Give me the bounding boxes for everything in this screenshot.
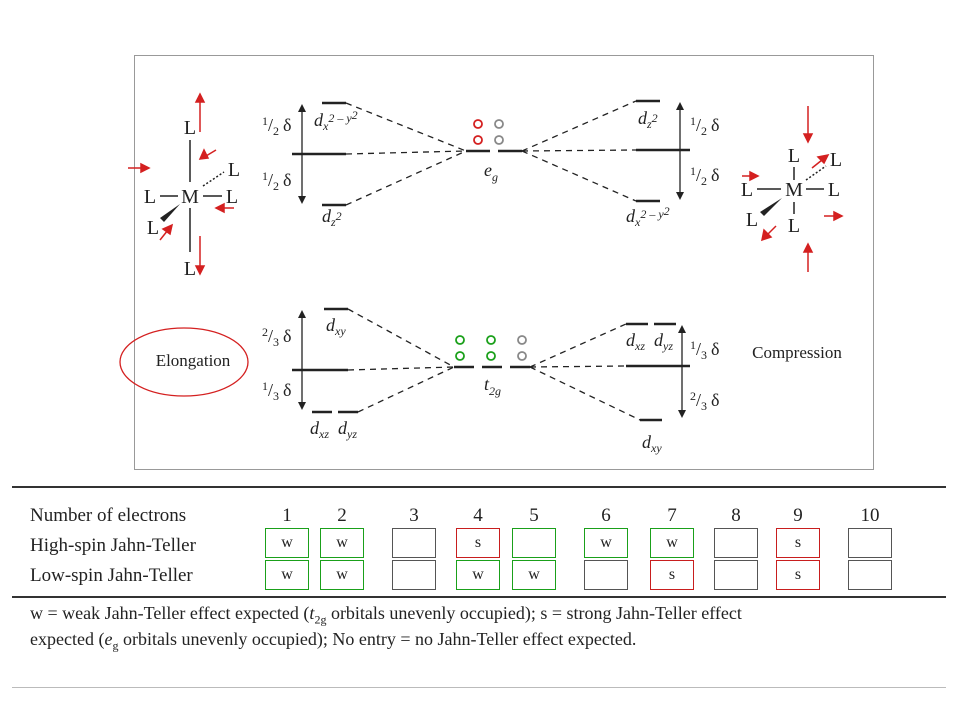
elongation-arrows [128, 92, 234, 276]
right-molecule: L M L L L L L [741, 106, 844, 272]
table-top-rule [12, 486, 946, 488]
footnote-line-2: expected (eg orbitals unevenly occupied)… [30, 629, 637, 653]
ligand-bottom: L [184, 258, 196, 280]
table-cell [392, 528, 436, 558]
table-cell [848, 528, 892, 558]
elongation-label: Elongation [156, 351, 231, 370]
table-cell: w [584, 528, 628, 558]
svg-text:dyz: dyz [654, 330, 673, 353]
svg-text:dz2: dz2 [638, 108, 658, 131]
diagram-frame [134, 55, 874, 470]
left-molecule: L M L L L L L [128, 92, 240, 280]
table-cell: s [650, 560, 694, 590]
column-header-2: 2 [337, 505, 347, 526]
column-header-8: 8 [731, 505, 741, 526]
svg-text:1/3δ: 1/3δ [690, 338, 720, 362]
svg-text:1/2δ: 1/2δ [690, 114, 720, 138]
row-header-low-spin: Low-spin Jahn-Teller [30, 565, 193, 586]
t2g-electrons [455, 335, 527, 361]
t2g-levels [292, 307, 690, 422]
ligand-left: L [144, 186, 156, 208]
svg-text:1/2δ: 1/2δ [262, 114, 292, 138]
table-cell: w [320, 528, 364, 558]
ligand-back: L [228, 159, 240, 181]
column-header-9: 9 [793, 505, 803, 526]
table-cell [714, 560, 758, 590]
ligand-left-r: L [741, 179, 753, 201]
compression-arrows [742, 106, 844, 272]
svg-text:1/2δ: 1/2δ [262, 169, 292, 193]
ligand-front: L [147, 217, 159, 239]
svg-text:2/3δ: 2/3δ [690, 389, 720, 413]
table-cell: w [456, 560, 500, 590]
column-header-3: 3 [409, 505, 419, 526]
svg-text:dx2 – y2: dx2 – y2 [626, 204, 670, 229]
ligand-front-r: L [746, 209, 758, 231]
eg-levels [292, 99, 690, 207]
metal-left: M [181, 186, 199, 208]
table-cell: w [650, 528, 694, 558]
column-header-1: 1 [282, 505, 292, 526]
svg-text:dxy: dxy [326, 315, 346, 338]
svg-text:2/3δ: 2/3δ [262, 325, 292, 349]
svg-text:t2g: t2g [484, 374, 501, 398]
svg-text:dxy: dxy [642, 432, 662, 455]
eg-electrons [473, 119, 504, 145]
footnote-line-1: w = weak Jahn-Teller effect expected (t2… [30, 603, 742, 627]
svg-text:dx2 – y2: dx2 – y2 [314, 108, 358, 133]
svg-text:1/2δ: 1/2δ [690, 164, 720, 188]
column-header-6: 6 [601, 505, 611, 526]
svg-text:dyz: dyz [338, 418, 357, 441]
svg-text:dz2: dz2 [322, 206, 342, 229]
svg-text:dxz: dxz [310, 418, 329, 441]
ligand-back-r: L [830, 149, 842, 171]
column-header-5: 5 [529, 505, 539, 526]
ligand-right-r: L [828, 179, 840, 201]
table-cell [714, 528, 758, 558]
table-cell [512, 528, 556, 558]
column-header-7: 7 [667, 505, 677, 526]
table-cell: w [320, 560, 364, 590]
ligand-top: L [184, 117, 196, 139]
table-cell: w [265, 560, 309, 590]
jahn-teller-diagram: L M L L L L L L [119, 55, 874, 470]
elongation-highlight [119, 327, 249, 397]
row-header-electrons: Number of electrons [30, 505, 187, 526]
column-header-4: 4 [473, 505, 483, 526]
table-cell: w [512, 560, 556, 590]
table-cell: s [776, 560, 820, 590]
ligand-right: L [226, 186, 238, 208]
table-cell [392, 560, 436, 590]
table-bottom-rule [12, 596, 946, 598]
table-cell: w [265, 528, 309, 558]
svg-text:dxz: dxz [626, 330, 645, 353]
svg-text:eg: eg [484, 160, 498, 184]
page-bottom-rule [12, 687, 946, 688]
ligand-top-r: L [788, 145, 800, 167]
ligand-bottom-r: L [788, 215, 800, 237]
table-cell: s [776, 528, 820, 558]
table-cell [848, 560, 892, 590]
column-header-10: 10 [860, 505, 880, 526]
row-header-high-spin: High-spin Jahn-Teller [30, 535, 196, 556]
metal-right: M [785, 179, 803, 201]
table-cell: s [456, 528, 500, 558]
table-cell [584, 560, 628, 590]
compression-label: Compression [752, 343, 842, 362]
svg-text:1/3δ: 1/3δ [262, 379, 292, 403]
